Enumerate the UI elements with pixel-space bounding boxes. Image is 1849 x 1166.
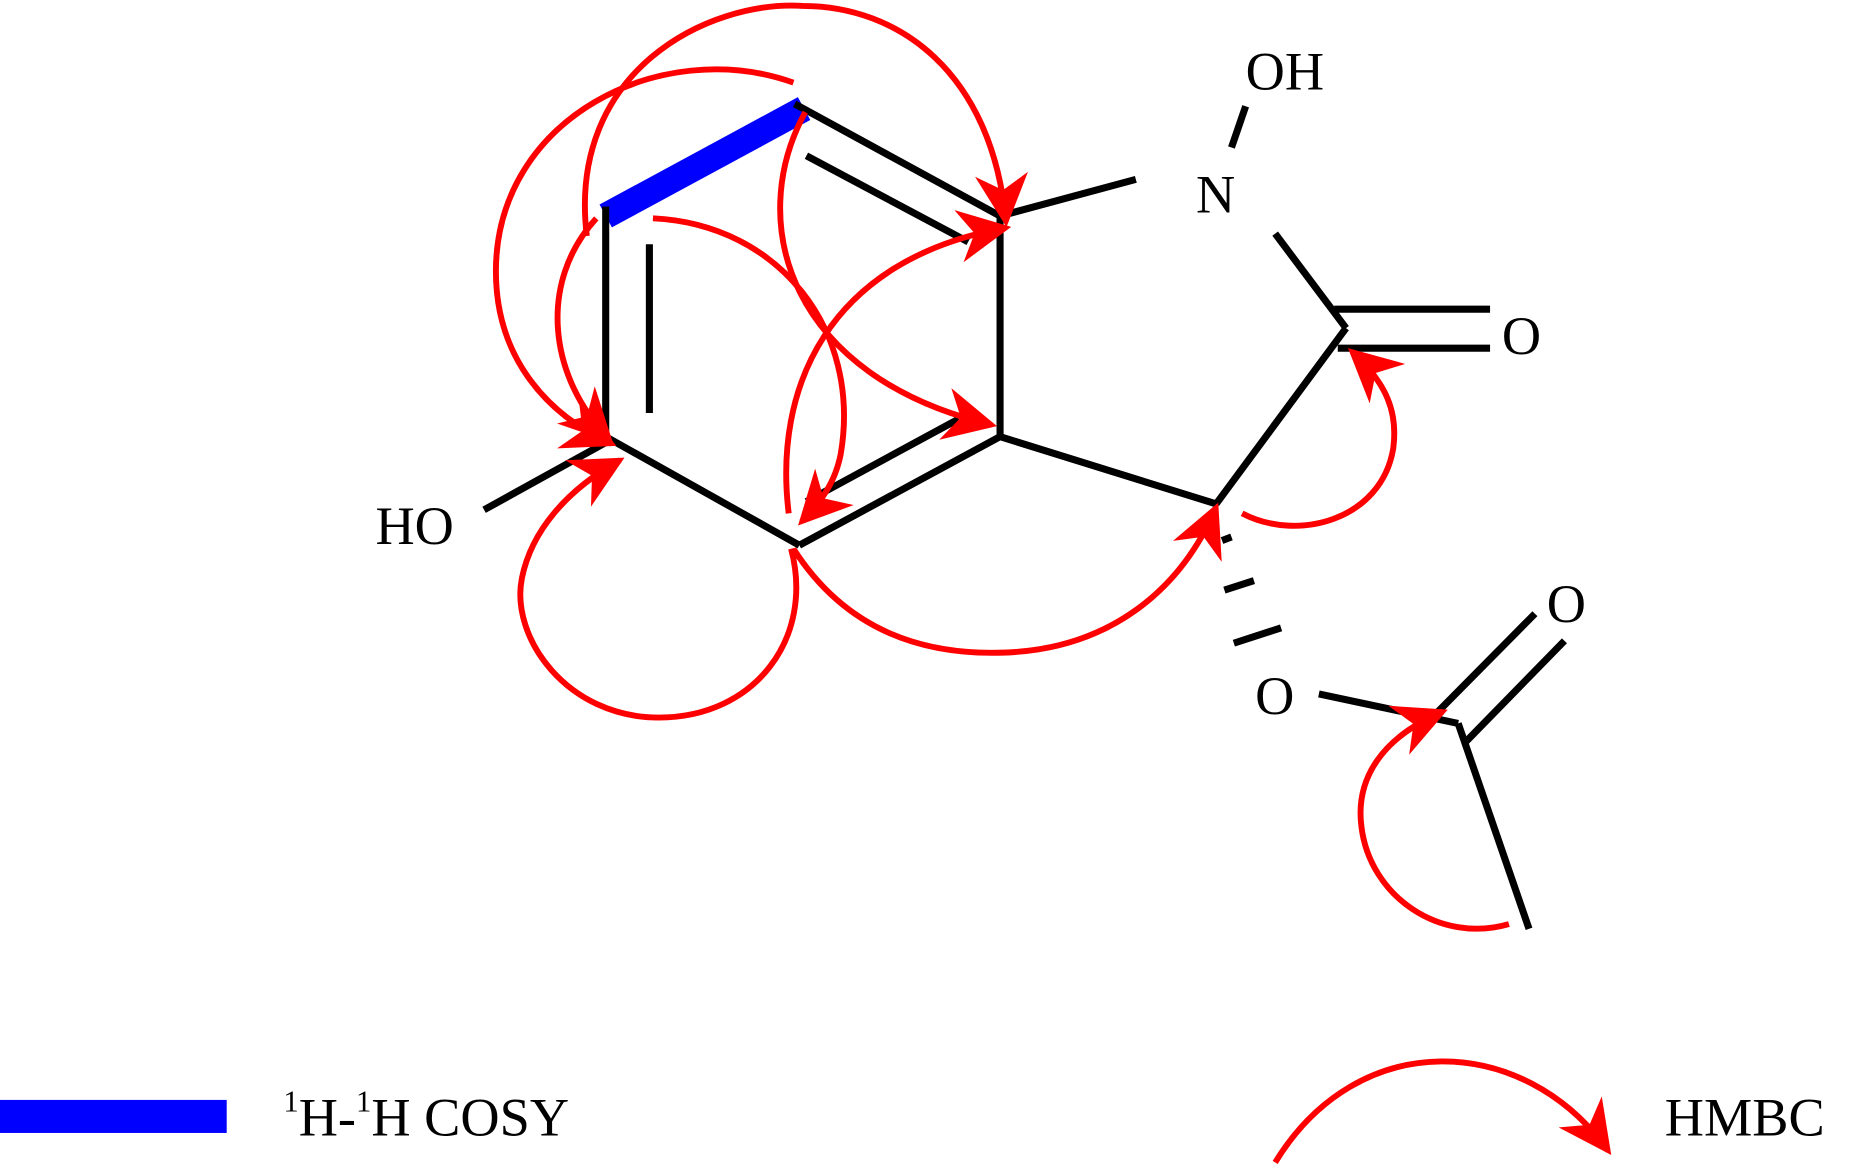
bond (999, 175, 1137, 220)
ring-bond (797, 433, 1002, 549)
hashed-bond (1223, 577, 1255, 594)
cosy-bond (599, 97, 811, 228)
atom-n: N (1196, 164, 1235, 224)
hmbc-correlations (492, 2, 1510, 932)
double-bond-inner (804, 152, 970, 246)
hmbc-arrow (582, 2, 1028, 237)
atom-oh: OH (1246, 42, 1324, 102)
atom-o-ester: O (1255, 666, 1294, 726)
hmbc-arrow (1240, 348, 1406, 529)
hmbc-arrow (554, 216, 613, 443)
ring-bond (603, 433, 802, 549)
bond (999, 433, 1218, 508)
hmbc-arrow (517, 457, 800, 721)
atom-ho: HO (375, 496, 453, 556)
hmbc-arrow (783, 210, 1012, 514)
bond (1213, 325, 1349, 507)
bond (1272, 231, 1349, 331)
legend: 1H-1H COSY HMBC (0, 1058, 1825, 1164)
ring-bond (792, 100, 1002, 220)
hmbc-arrow (790, 502, 1222, 656)
hmbc-arrow (652, 215, 854, 526)
hmbc-arrow (1357, 705, 1510, 932)
methyl-bond (1454, 722, 1533, 930)
atom-o-acetyl: O (1547, 574, 1586, 634)
hashed-bond (1232, 624, 1283, 647)
bond (482, 439, 608, 513)
cosy-legend-swatch (0, 1099, 227, 1133)
bonds (482, 97, 1567, 930)
hmbc-arrow (777, 110, 997, 440)
hmbc-legend-arrow (1272, 1058, 1612, 1164)
acetyl-carbonyl (1429, 611, 1538, 721)
hashed-bond (1220, 533, 1233, 544)
n-o-bond (1228, 105, 1250, 149)
acetyl-carbonyl (1463, 638, 1567, 744)
atom-o-carbonyl: O (1502, 306, 1541, 366)
cosy-legend-label: 1H-1H COSY (283, 1085, 569, 1148)
hmbc-legend-label: HMBC (1665, 1087, 1825, 1147)
hmbc-arrow (492, 66, 795, 449)
